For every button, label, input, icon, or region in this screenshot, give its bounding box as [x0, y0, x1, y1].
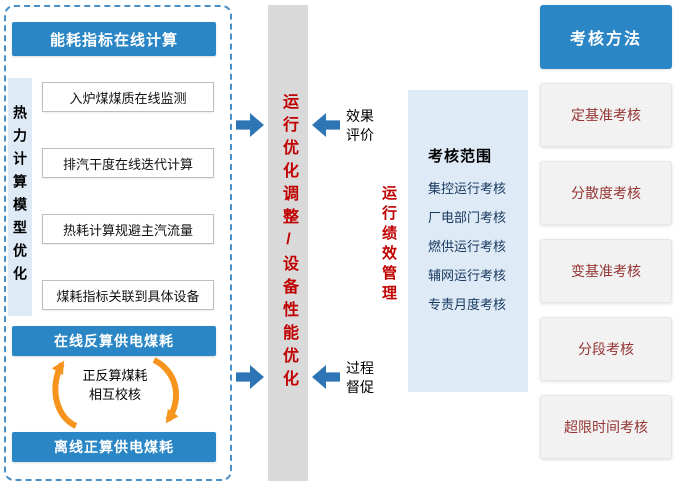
arrow-left-top-icon [312, 113, 340, 137]
offline-forward-calc-box: 离线正算供电煤耗 [12, 432, 216, 462]
scope-item-fuel-supply: 燃供运行考核 [428, 239, 507, 254]
arrow-left-bottom-icon [312, 365, 340, 389]
scope-item-central-control: 集控运行考核 [428, 181, 507, 196]
step-coal-quality-monitoring: 入炉煤煤质在线监测 [42, 82, 214, 112]
thermal-model-vertical-label: 热力计算模型优化 [8, 78, 32, 316]
method-box-segmented: 分段考核 [540, 317, 672, 381]
process-supervision-line2: 督促 [346, 379, 374, 395]
performance-management-label: 运行绩效管理 [380, 185, 397, 305]
assessment-scope-title: 考核范围 [428, 148, 493, 165]
cycle-note-line1: 正反算煤耗 [82, 368, 148, 383]
cycle-arrows [51, 357, 179, 429]
assessment-scope-panel: 考核范围 集控运行考核 厂电部门考核 燃供运行考核 辅网运行考核 专责月度考核 [408, 90, 528, 392]
cycle-note-line2: 相互校核 [88, 387, 141, 402]
effect-evaluation-line2: 评价 [346, 127, 374, 143]
cycle-arrow-down-icon [152, 357, 179, 424]
energy-index-header: 能耗指标在线计算 [12, 22, 216, 56]
method-box-overlimit-time: 超限时间考核 [540, 395, 672, 459]
method-box-fixed-baseline: 定基准考核 [540, 83, 672, 147]
method-box-variable-baseline: 变基准考核 [540, 239, 672, 303]
assessment-methods-column: 考核方法 定基准考核 分散度考核 变基准考核 分段考核 超限时间考核 [540, 5, 672, 459]
effect-evaluation-line1: 效果 [346, 108, 374, 124]
step-heat-rate-calc: 热耗计算规避主汽流量 [42, 214, 214, 244]
cycle-note: 正反算煤耗 相互校核 [60, 366, 170, 404]
process-supervision-label: 过程 督促 [343, 359, 377, 397]
effect-evaluation-label: 效果 评价 [343, 107, 377, 145]
scope-item-plant-electric: 厂电部门考核 [428, 210, 507, 225]
thermal-model-group: 热力计算模型优化 能耗指标在线计算 入炉煤煤质在线监测 排汽干度在线迭代计算 热… [4, 5, 232, 481]
arrow-right-top-icon [236, 113, 264, 137]
method-box-dispersion: 分散度考核 [540, 161, 672, 225]
cycle-arrow-up-icon [51, 360, 78, 429]
online-back-calc-box: 在线反算供电煤耗 [12, 326, 216, 356]
arrow-right-bottom-icon [236, 365, 264, 389]
step-coal-index-equipment: 煤耗指标关联到具体设备 [42, 280, 214, 310]
step-exhaust-dryness-calc: 排汽干度在线迭代计算 [42, 148, 214, 178]
scope-item-specialist-monthly: 专责月度考核 [428, 297, 507, 312]
optimization-bar: 运行优化调整/设备性能优化 [268, 5, 308, 481]
scope-item-auxiliary-network: 辅网运行考核 [428, 268, 507, 283]
methods-title-box: 考核方法 [540, 5, 672, 69]
process-supervision-line1: 过程 [346, 360, 374, 376]
